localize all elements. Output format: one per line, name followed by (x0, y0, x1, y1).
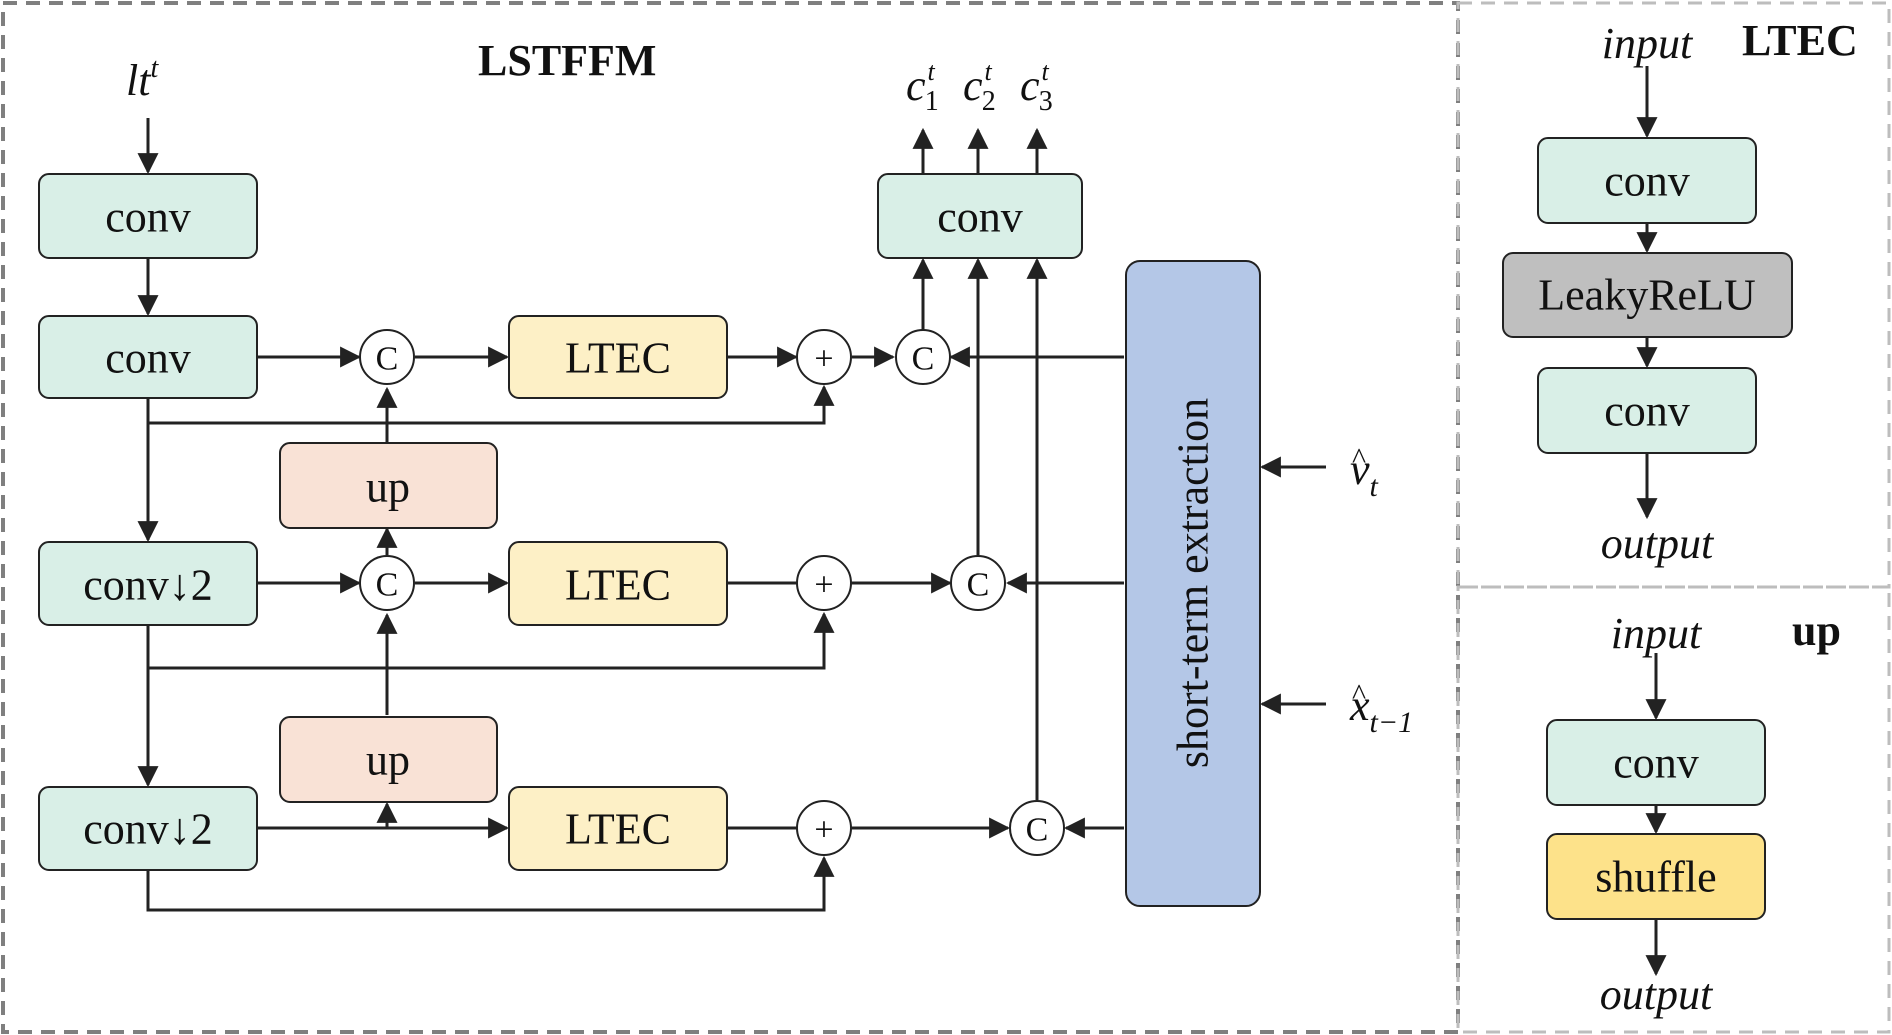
ltec-box-2 (508, 541, 728, 626)
output-c2-base: c (963, 61, 983, 110)
ltec-box-1 (508, 315, 728, 399)
input-x-base: x (1349, 681, 1370, 730)
input-lt-label: ltt (126, 53, 159, 105)
output-c1-sup: t (928, 57, 936, 86)
conv-level3-box (38, 786, 258, 871)
concat-symbol-l2-right: C (967, 567, 990, 604)
input-x-label: xt−1 (1349, 681, 1413, 739)
up-panel-shuffle-box (1546, 833, 1766, 920)
conv-level2-label: conv↓2 (83, 561, 213, 610)
input-v-base: v (1350, 445, 1370, 494)
add-symbol-l1: + (814, 341, 833, 378)
concat-symbol-l2-left: C (376, 567, 399, 604)
conv-level2-box (38, 541, 258, 626)
add-symbol-l2: + (814, 567, 833, 604)
add-node-l1 (796, 329, 852, 385)
output-c3-base: c (1020, 61, 1040, 110)
ltec-panel-title: LTEC (1742, 16, 1858, 65)
input-v-label: vt (1350, 445, 1379, 503)
output-c2-sub: 2 (982, 86, 996, 117)
output-c1-sub: 1 (925, 86, 939, 117)
up-label-1: up (366, 463, 410, 512)
up-panel-title: up (1792, 606, 1841, 655)
ltec-label-3: LTEC (565, 805, 671, 854)
add-node-l2 (796, 555, 852, 611)
ltec-panel-input-label: input (1602, 19, 1694, 68)
output-c3-sub: 3 (1039, 86, 1053, 117)
lstffm-title: LSTFFM (478, 36, 656, 85)
conv-level1-box (38, 315, 258, 399)
up-panel-input-label: input (1611, 609, 1703, 658)
concat-node-l1-left (359, 329, 415, 385)
ltec-panel-conv1-label: conv (1604, 157, 1690, 206)
conv-output-label: conv (937, 193, 1023, 242)
add-symbol-l3: + (814, 812, 833, 849)
up-label-2: up (366, 736, 410, 785)
output-c3-sup: t (1042, 57, 1050, 86)
concat-symbol-l1-left: C (376, 341, 399, 378)
ltec-box-3 (508, 786, 728, 871)
ltec-panel-leakyrelu-label: LeakyReLU (1538, 271, 1755, 320)
input-lt-base: lt (126, 56, 152, 105)
concat-symbol-l1-right: C (912, 341, 935, 378)
input-v-sub: t (1370, 470, 1379, 503)
up-panel-shuffle-label: shuffle (1595, 853, 1716, 902)
input-lt-sup: t (150, 53, 159, 84)
conv-level3-label: conv↓2 (83, 805, 213, 854)
output-c1-base: c (906, 61, 926, 110)
up-box-1 (279, 442, 498, 529)
conv-output-box (877, 173, 1083, 259)
concat-node-l2-left (359, 555, 415, 611)
input-x-sub: t−1 (1370, 706, 1414, 739)
output-c2-sup: t (985, 57, 993, 86)
ltec-label-2: LTEC (565, 561, 671, 610)
ltec-panel-conv2-box (1537, 367, 1757, 454)
ltec-panel-conv1-box (1537, 137, 1757, 224)
ltec-panel-leakyrelu-box (1502, 252, 1793, 338)
up-panel-border (1456, 585, 1891, 1034)
concat-node-l2-right (950, 555, 1006, 611)
short-term-extraction-box (1125, 260, 1261, 907)
add-node-l3 (796, 800, 852, 856)
ltec-panel-conv2-label: conv (1604, 387, 1690, 436)
up-box-2 (279, 716, 498, 803)
conv-top-box (38, 173, 258, 259)
conv-top-label: conv (105, 193, 191, 242)
main-connections (137, 118, 1326, 912)
conv-level1-label: conv (105, 334, 191, 383)
up-panel-conv-box (1546, 719, 1766, 806)
concat-node-l1-right (895, 329, 951, 385)
short-term-extraction-label: short-term extraction (1169, 398, 1218, 768)
input-v-accent: ^ (1352, 442, 1366, 475)
input-x-accent: ^ (1352, 678, 1366, 711)
up-panel-output-label: output (1600, 970, 1714, 1019)
concat-node-l3-right (1009, 800, 1065, 856)
ltec-panel-output-label: output (1601, 519, 1715, 568)
concat-symbol-l3-right: C (1026, 812, 1049, 849)
ltec-label-1: LTEC (565, 334, 671, 383)
up-panel-conv-label: conv (1613, 739, 1699, 788)
